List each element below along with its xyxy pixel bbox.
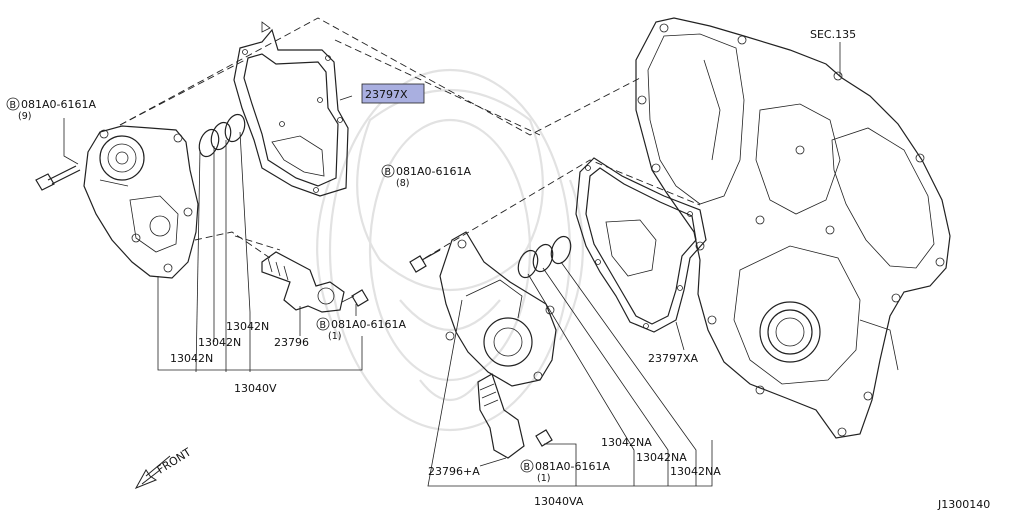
label-seal-na-1: 13042NA xyxy=(601,436,652,449)
label-assembly-right: 13040VA xyxy=(534,495,584,508)
leaders-left xyxy=(63,118,363,373)
bolt-center xyxy=(409,249,441,273)
figure-id: J1300140 xyxy=(937,498,990,511)
gasket-left xyxy=(233,21,349,197)
label-assembly-left: 13040V xyxy=(234,382,277,395)
label-seal-na-2: 13042NA xyxy=(636,451,687,464)
valve-left xyxy=(261,251,345,313)
label-seal-na-3: 13042NA xyxy=(670,465,721,478)
bolt-symbol-center: B xyxy=(381,164,395,178)
label-seal-n-1: 13042N xyxy=(226,320,269,333)
bolt-valve-right xyxy=(535,429,553,447)
label-valve-left: 23796 xyxy=(274,336,309,349)
label-bolt-valve-right: 081A0-6161A xyxy=(535,460,610,473)
label-bolt-valve-left-qty: (1) xyxy=(328,331,341,342)
front-arrow-icon xyxy=(134,455,171,489)
label-gasket-right: 23797XA xyxy=(648,352,699,365)
label-seal-n-3: 13042N xyxy=(170,352,213,365)
bolt-symbol-valve-right: B xyxy=(520,459,534,473)
label-bolt-valve-left: 081A0-6161A xyxy=(331,318,406,331)
bolt-symbol-text: B xyxy=(10,100,17,111)
timing-chain-case xyxy=(635,17,951,439)
label-bolt-valve-right-qty: (1) xyxy=(537,473,550,484)
alignment-lines xyxy=(119,17,701,259)
housing-right xyxy=(439,231,557,387)
label-section-ref: SEC.135 xyxy=(810,28,856,41)
housing-left xyxy=(83,125,199,279)
bolt-symbol-text: B xyxy=(524,462,531,473)
bolt-symbol-valve-left: B xyxy=(316,317,330,331)
label-bolt-upper-left: 081A0-6161A xyxy=(21,98,96,111)
bolt-symbol-upper-left: B xyxy=(6,97,20,111)
label-bolt-center-qty: (8) xyxy=(396,178,409,189)
bolt-valve-left xyxy=(341,289,369,307)
label-gasket-left: 23797X xyxy=(365,88,408,101)
highlight-box xyxy=(361,83,425,104)
label-front: FRONT xyxy=(155,445,194,476)
leaders-right xyxy=(339,42,841,487)
label-seal-n-2: 13042N xyxy=(198,336,241,349)
bolt-symbol-text: B xyxy=(320,320,327,331)
o-rings-left xyxy=(198,113,246,158)
gasket-right xyxy=(575,157,707,333)
label-valve-right: 23796+A xyxy=(428,465,480,478)
o-rings-right xyxy=(517,235,572,279)
valve-right xyxy=(477,373,525,459)
label-bolt-upper-left-qty: (9) xyxy=(18,111,31,122)
bolt-symbol-text: B xyxy=(385,167,392,178)
bolt-upper-left xyxy=(35,165,81,191)
label-bolt-center: 081A0-6161A xyxy=(396,165,471,178)
